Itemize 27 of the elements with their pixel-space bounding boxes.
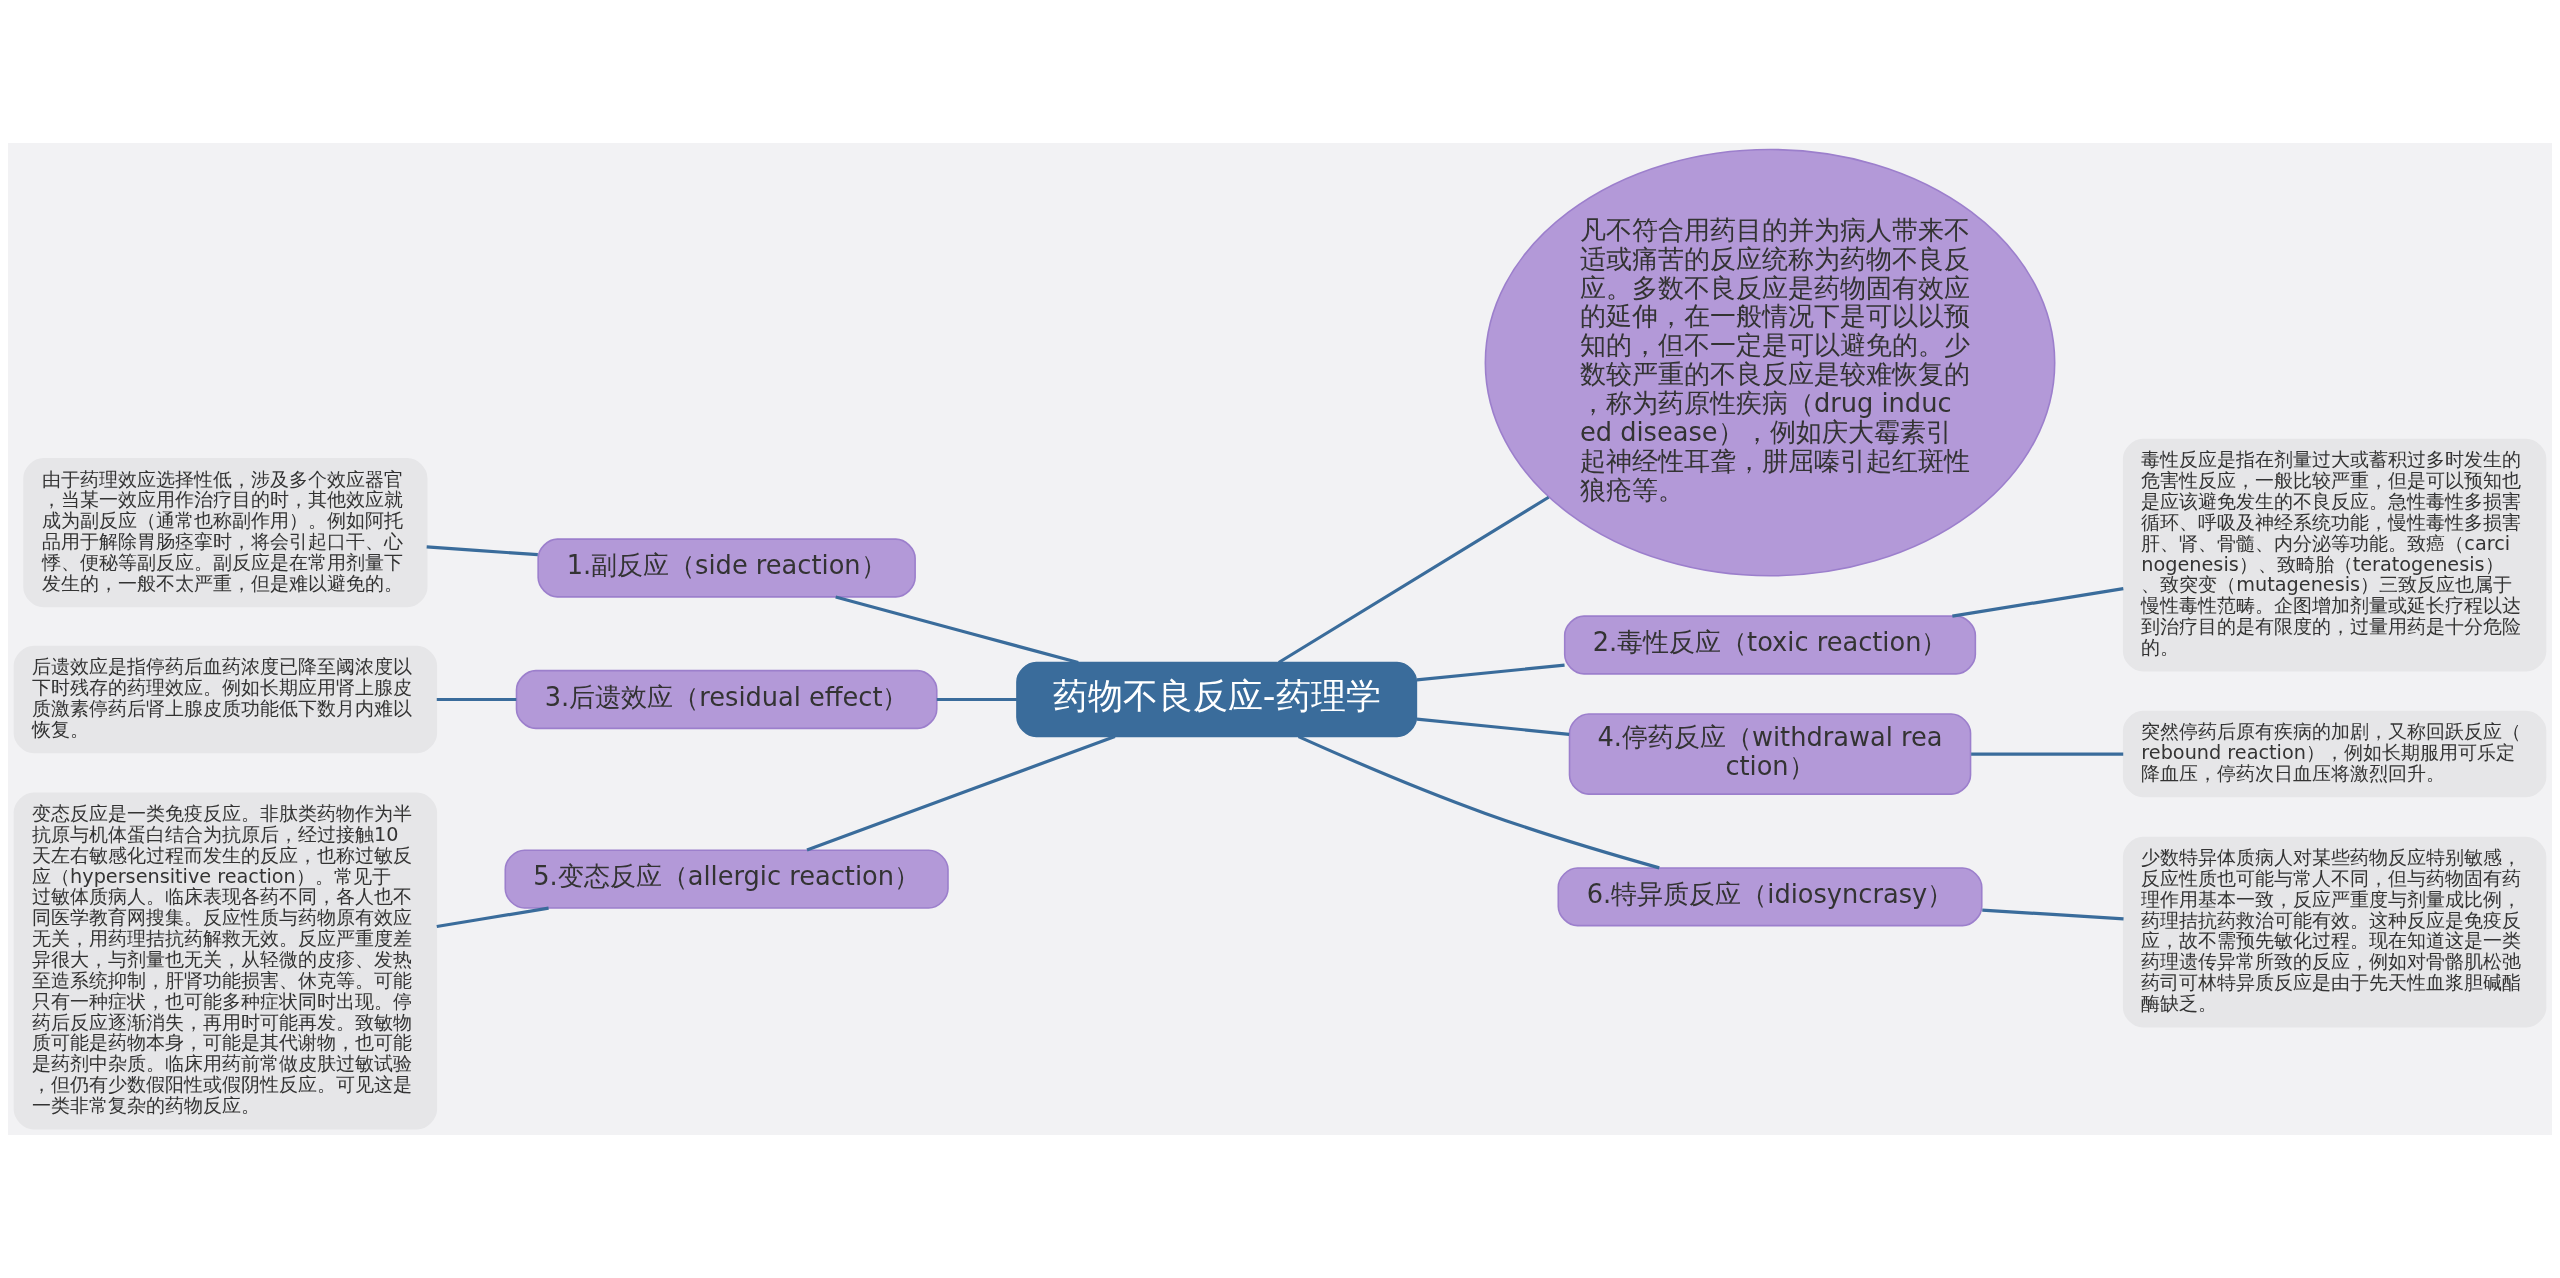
node-ellipse: 凡不符合用药目的并为病人带来不适或痛苦的反应统称为药物不良反应。多数不良反应是药物固有效应的延伸，在一般情况下是可以以预知的，但不一定是可以避免的。少数较严重的不良反应是较难恢复的，称为药原性疾病（drug induced disease），例如庆大霉素引起神经性耳聋，肼屈嗪引起红斑性狼疮等。 xyxy=(1484,148,2056,577)
node-box: 6.特异质反应（idiosyncrasy） xyxy=(1557,867,1983,927)
connector xyxy=(1416,663,1565,682)
connector xyxy=(1982,908,2124,921)
node-box: 4.停药反应（withdrawal reaction） xyxy=(1568,713,1972,795)
node-box: 由于药理效应选择性低，涉及多个效应器官，当某一效应用作治疗目的时，其他效应就成为副反应（通常也称副作用）。例如阿托品用于解除胃肠痉挛时，将会引起口干、心悸、便秘等副反应。副反应是在常用剂量下发生的，一般不太严重，但是难以避免的。 xyxy=(23,458,428,608)
node-box: 2.毒性反应（toxic reaction） xyxy=(1563,615,1977,675)
connector xyxy=(835,595,1079,665)
connector xyxy=(1971,752,2124,756)
node-box: 变态反应是一类免疫反应。非肽类药物作为半抗原与机体蛋白结合为抗原后，经过接触10天左右敏感化过程而发生的反应，也称过敏反应（hypersensitive reaction）。常见于过敏体质病人。临床表现各药不同，各人也不同医学教育网搜集。反应性质与药物原有效应无关，用药理拮抗药解救无效。反应严重度差异很大，与剂量也无关，从轻微的皮疹、发热至造系统抑制，肝肾功能损害、休克等。可能只有一种症状，也可能多种症状同时出现。停药后反应逐渐消失，再用时可能再发。致敏物质可能是药物本身，可能是其代谢物，也可能是药剂中杂质。临床用药前常做皮肤过敏试验，但仍有少数假阳性或假阴性反应。可见这是一类非常复杂的药物反应。 xyxy=(13,792,438,1130)
node-box: 毒性反应是指在剂量过大或蓄积过多时发生的危害性反应，一般比较严重，但是可以预知也是应该避免发生的不良反应。急性毒性多损害循环、呼吸及神经系统功能，慢性毒性多损害肝、肾、骨髓、内分泌等功能。致癌（carcinogenesis）、致畸胎（teratogenesis）、致突变（mutagenesis）三致反应也属于慢性毒性范畴。企图增加剂量或延长疗程以达到治疗目的是有限度的，过量用药是十分危险的。 xyxy=(2122,438,2547,672)
connector xyxy=(806,734,1116,852)
node-box: 1.副反应（side reaction） xyxy=(537,538,916,598)
connector xyxy=(1416,717,1570,736)
node-box: 后遗效应是指停药后血药浓度已降至阈浓度以下时残存的药理效应。例如长期应用肾上腺皮质激素停药后肾上腺皮质功能低下数月内难以恢复。 xyxy=(13,645,438,754)
connector xyxy=(1952,587,2124,618)
node-box: 3.后遗效应（residual effect） xyxy=(515,669,938,730)
node-box: 少数特异体质病人对某些药物反应特别敏感，反应性质也可能与常人不同，但与药物固有药理作用基本一致，反应严重度与剂量成比例，药理拮抗药救治可能有效。这种反应是免疫反应，故不需预先敏化过程。现在知道这是一类药理遗传异常所致的反应，例如对骨骼肌松弛药司可林特异质反应是由于先天性血浆胆碱酯酶缺乏。 xyxy=(2122,836,2547,1028)
connector xyxy=(426,545,538,557)
connector xyxy=(436,906,549,929)
connector xyxy=(1277,495,1550,664)
node-box: 突然停药后原有疾病的加剧，又称回跃反应（rebound reaction），例如长期服用可乐定降血压，停药次日血压将激烈回升。 xyxy=(2122,710,2547,798)
connector xyxy=(936,697,1017,702)
node-box: 5.变态反应（allergic reaction） xyxy=(504,849,949,909)
connector xyxy=(436,697,517,702)
connector xyxy=(1297,735,1660,870)
node-box: 药物不良反应-药理学 xyxy=(1016,661,1418,738)
